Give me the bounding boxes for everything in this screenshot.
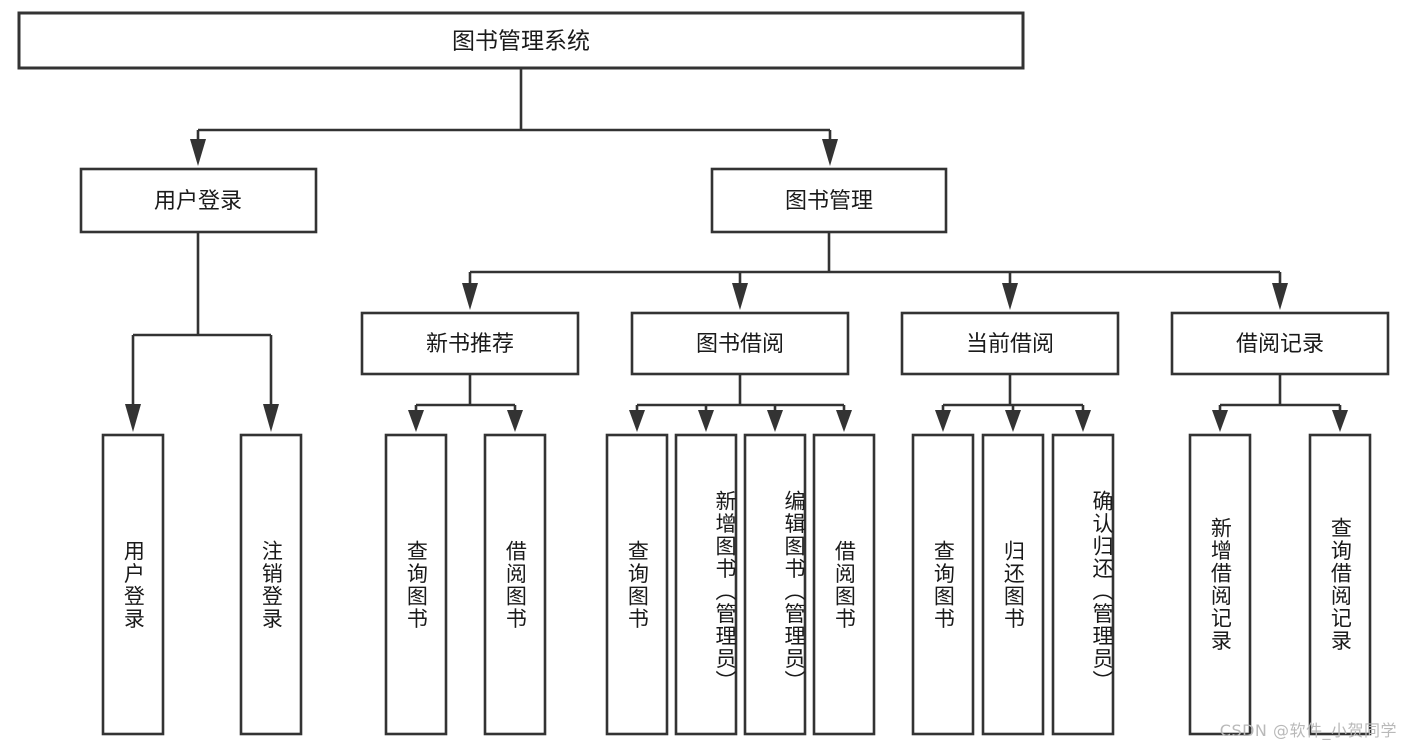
arrowhead-borrow [732, 283, 748, 310]
arrowhead-current-leaf-1 [935, 410, 951, 432]
node-borrow-record[interactable]: 借阅记录 [1170, 311, 1390, 376]
arrowhead-current-leaf-2 [1005, 410, 1021, 432]
node-book-borrow-label: 图书借阅 [696, 332, 784, 357]
csdn-watermark: CSDN @软件_小贺同学 [1219, 721, 1397, 740]
node-book-borrow-box[interactable] [630, 311, 850, 376]
leaf-box-query-borrow-record[interactable] [1308, 433, 1372, 736]
node-book-management[interactable]: 图书管理 [710, 167, 948, 234]
node-borrow-record-label: 借阅记录 [1236, 332, 1324, 357]
leaf-box-borrow-book-nb[interactable] [483, 433, 547, 736]
leaf-box-borrow-book-bb[interactable] [812, 433, 876, 736]
arrowhead-record [1272, 283, 1288, 310]
leaf-box-add-book-admin[interactable] [674, 433, 738, 736]
node-new-book-recommend[interactable]: 新书推荐 [360, 311, 580, 376]
leaf-box-confirm-return-admin[interactable] [1051, 433, 1115, 736]
arrowhead-newbook [462, 283, 478, 310]
node-user-login[interactable]: 用户登录 [79, 167, 318, 234]
node-book-management-label: 图书管理 [785, 189, 873, 214]
node-book-management-box[interactable] [710, 167, 948, 234]
node-book-borrow[interactable]: 图书借阅 [630, 311, 850, 376]
arrowhead-newbook-leaf-2 [507, 410, 523, 432]
arrowhead-newbook-leaf-1 [408, 410, 424, 432]
node-current-borrow[interactable]: 当前借阅 [900, 311, 1120, 376]
arrowhead-user-login [190, 139, 206, 166]
node-root[interactable]: 图书管理系统 [17, 11, 1025, 70]
leaf-box-return-book[interactable] [981, 433, 1045, 736]
arrowhead-borrow-leaf-3 [767, 410, 783, 432]
arrowhead-record-leaf-1 [1212, 410, 1228, 432]
leaf-box-user-login[interactable] [101, 433, 165, 736]
edge-record-to-leaves [1212, 374, 1348, 432]
edge-root-to-level2 [190, 68, 838, 166]
edge-current-to-leaves [935, 374, 1091, 432]
arrowhead-current-leaf-3 [1075, 410, 1091, 432]
arrowhead-leaf-userlogin [125, 404, 141, 432]
arrowhead-borrow-leaf-4 [836, 410, 852, 432]
arrowhead-borrow-leaf-2 [698, 410, 714, 432]
arrowhead-borrow-leaf-1 [629, 410, 645, 432]
edge-bookmanage-to-level3 [462, 232, 1288, 310]
leaf-box-edit-book-admin[interactable] [743, 433, 807, 736]
leaf-box-query-book-nb[interactable] [384, 433, 448, 736]
arrowhead-leaf-logout [263, 404, 279, 432]
arrowhead-book-manage [822, 139, 838, 166]
edge-userlogin-to-leaves [125, 232, 279, 432]
edge-newbook-to-leaves [408, 374, 523, 432]
node-user-login-box[interactable] [79, 167, 318, 234]
edge-borrow-to-leaves [629, 374, 852, 432]
node-new-book-recommend-box[interactable] [360, 311, 580, 376]
node-user-login-label: 用户登录 [154, 189, 242, 214]
node-current-borrow-label: 当前借阅 [966, 332, 1054, 357]
leaf-box-logout[interactable] [239, 433, 303, 736]
node-current-borrow-box[interactable] [900, 311, 1120, 376]
leaf-box-query-book-bb[interactable] [605, 433, 669, 736]
arrowhead-record-leaf-2 [1332, 410, 1348, 432]
arrowhead-current [1002, 283, 1018, 310]
leaf-box-query-book-cb[interactable] [911, 433, 975, 736]
node-root-box[interactable] [17, 11, 1025, 70]
leaf-box-add-borrow-record[interactable] [1188, 433, 1252, 736]
node-borrow-record-box[interactable] [1170, 311, 1390, 376]
node-root-label: 图书管理系统 [452, 29, 590, 55]
node-new-book-recommend-label: 新书推荐 [426, 332, 514, 357]
